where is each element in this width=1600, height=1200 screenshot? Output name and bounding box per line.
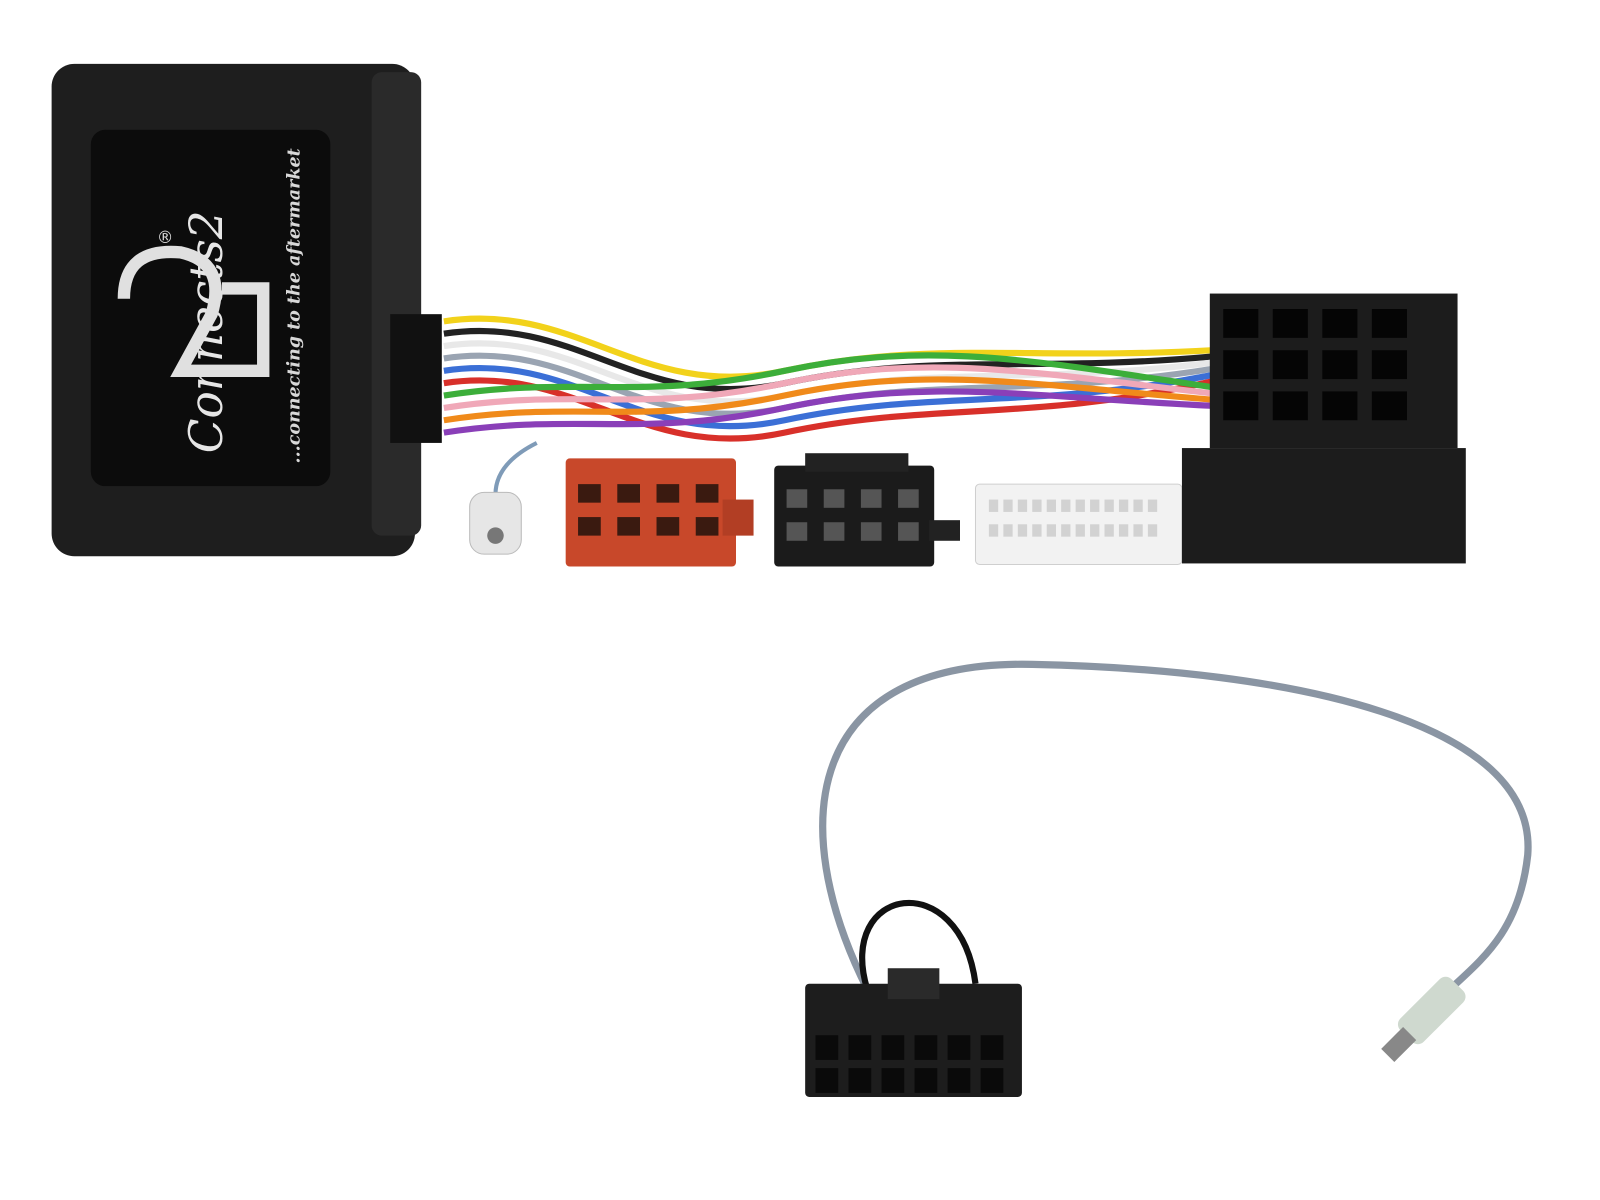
pin-cavity bbox=[1104, 499, 1114, 512]
wire-loom bbox=[443, 315, 1214, 442]
antenna-plug bbox=[469, 441, 538, 555]
pin-cavity bbox=[1133, 524, 1143, 537]
pin-cavity bbox=[1017, 499, 1028, 512]
pin-cavity bbox=[1061, 499, 1071, 512]
pin-cavity bbox=[1017, 524, 1028, 537]
pin-cavity bbox=[695, 517, 719, 536]
pin-cavity bbox=[1090, 524, 1100, 537]
pin-cavity bbox=[656, 484, 680, 503]
pin-cavity bbox=[823, 522, 845, 541]
pin-cavity bbox=[1118, 524, 1129, 537]
wire bbox=[443, 377, 1214, 442]
pin-cavity bbox=[860, 489, 882, 508]
iso-speaker-connector bbox=[565, 458, 754, 567]
pin-cavity bbox=[1371, 391, 1407, 421]
pin-cavity bbox=[988, 499, 999, 512]
pin-cavity bbox=[1133, 499, 1143, 512]
connects2-logo: Connects2 ® bbox=[117, 210, 270, 453]
pin-cavity bbox=[815, 1068, 839, 1093]
pin-cavity bbox=[881, 1035, 905, 1060]
interface-box: Connects2 ® ...connecting to the afterma… bbox=[51, 63, 442, 557]
pin-cavity bbox=[656, 517, 680, 536]
pin-cavity bbox=[914, 1068, 938, 1093]
pin-cavity bbox=[1118, 499, 1129, 512]
pin-cavity bbox=[1032, 524, 1042, 537]
pin-cavity bbox=[1147, 499, 1158, 512]
pin-cavity bbox=[947, 1035, 971, 1060]
pin-cavity bbox=[947, 1068, 971, 1093]
pin-cavity bbox=[1272, 391, 1308, 421]
pin-cavity bbox=[1322, 309, 1358, 338]
pin-cavity bbox=[1371, 350, 1407, 380]
pin-cavity bbox=[1272, 350, 1308, 380]
pin-cavity bbox=[1090, 499, 1100, 512]
pin-cavity bbox=[1223, 391, 1259, 421]
pin-cavity bbox=[695, 484, 719, 503]
pin-cavity bbox=[860, 522, 882, 541]
pin-cavity bbox=[1061, 524, 1071, 537]
pin-cavity bbox=[617, 484, 640, 503]
pin-cavity bbox=[980, 1068, 1004, 1093]
pin-cavity bbox=[1371, 309, 1407, 338]
pin-cavity bbox=[1104, 524, 1114, 537]
pin-cavity bbox=[1075, 524, 1085, 537]
pin-cavity bbox=[1032, 499, 1042, 512]
pin-cavity bbox=[815, 1035, 839, 1060]
pin-cavity bbox=[578, 484, 601, 503]
tagline: ...connecting to the aftermarket bbox=[284, 148, 304, 463]
pin-cavity bbox=[848, 1068, 872, 1093]
wire bbox=[443, 364, 1214, 411]
vehicle-quadlock-connector bbox=[1181, 293, 1466, 564]
pin-cavity bbox=[786, 489, 808, 508]
pin-cavity bbox=[881, 1068, 905, 1093]
pin-cavity bbox=[898, 489, 919, 508]
wire bbox=[443, 352, 1214, 399]
pin-cavity bbox=[1003, 499, 1013, 512]
pin-cavity bbox=[848, 1035, 872, 1060]
pin-cavity bbox=[823, 489, 845, 508]
pin-cavity bbox=[1075, 499, 1085, 512]
antenna-tip bbox=[1381, 976, 1466, 1062]
registered-mark: ® bbox=[157, 228, 174, 247]
pin-cavity bbox=[914, 1035, 938, 1060]
pin-cavity bbox=[1322, 391, 1358, 421]
pin-cavity bbox=[898, 522, 919, 541]
pin-cavity bbox=[786, 522, 808, 541]
pin-cavity bbox=[1046, 499, 1056, 512]
patch-lead bbox=[805, 660, 1532, 1097]
pin-cavity bbox=[1046, 524, 1056, 537]
vehicle-white-connector bbox=[974, 483, 1183, 565]
wire bbox=[443, 388, 1214, 436]
wire bbox=[443, 376, 1214, 424]
pin-cavity bbox=[1003, 524, 1013, 537]
iso-power-connector bbox=[774, 453, 960, 567]
pin-cavity bbox=[1223, 350, 1259, 380]
pin-cavity bbox=[1147, 524, 1158, 537]
pin-cavity bbox=[988, 524, 999, 537]
pin-cavity bbox=[1272, 309, 1308, 338]
pin-cavity bbox=[1322, 350, 1358, 380]
pin-cavity bbox=[578, 517, 601, 536]
pin-cavity bbox=[1223, 309, 1259, 338]
pin-cavity bbox=[980, 1035, 1004, 1060]
pin-cavity bbox=[617, 517, 640, 536]
